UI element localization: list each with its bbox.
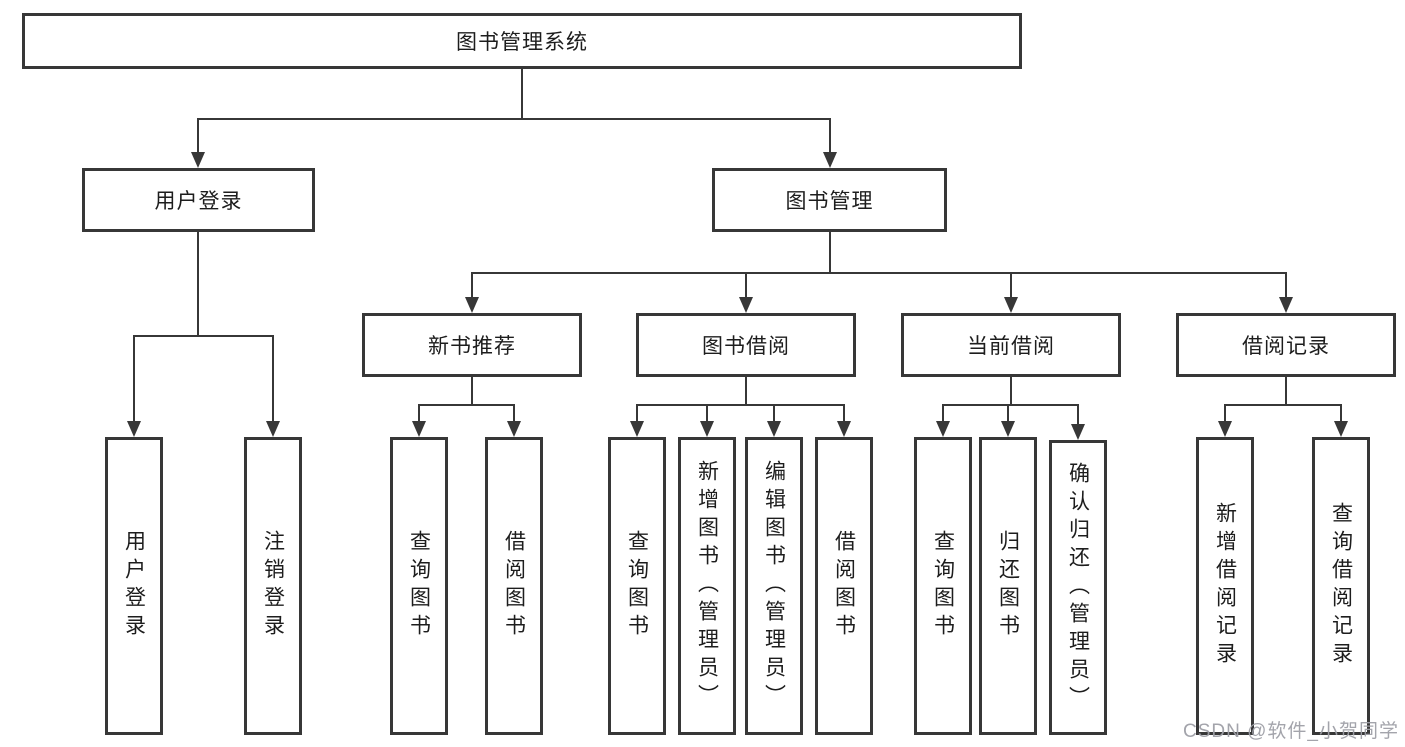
leaf-query-books-1: 查询图书 — [390, 437, 448, 735]
connector-line — [1224, 404, 1342, 406]
node-label: 用户登录 — [122, 530, 146, 642]
connector-line — [1010, 272, 1012, 299]
node-library-system: 图书管理系统 — [22, 13, 1022, 69]
node-label: 图书管理 — [785, 190, 874, 213]
leaf-confirm-return-admin: 确认归还（管理员） — [1049, 440, 1107, 735]
arrow-down-icon — [936, 421, 950, 437]
leaf-query-books-3: 查询图书 — [914, 437, 972, 735]
connector-line — [471, 272, 473, 299]
connector-line — [133, 335, 135, 423]
node-label: 图书管理系统 — [456, 31, 588, 54]
leaf-user-login: 用户登录 — [105, 437, 163, 735]
arrow-down-icon — [507, 421, 521, 437]
connector-line — [1077, 404, 1079, 425]
node-label: 图书借阅 — [702, 335, 790, 358]
connector-line — [1007, 404, 1009, 423]
arrow-down-icon — [767, 421, 781, 437]
connector-line — [636, 404, 845, 406]
arrow-down-icon — [465, 297, 479, 313]
node-label: 编辑图书（管理员） — [762, 460, 786, 712]
arrow-down-icon — [127, 421, 141, 437]
connector-line — [197, 118, 199, 154]
node-label: 查询图书 — [931, 530, 955, 642]
connector-line — [829, 232, 831, 272]
connector-line — [745, 377, 747, 406]
arrow-down-icon — [823, 152, 837, 168]
node-borrow-record: 借阅记录 — [1176, 313, 1396, 377]
node-label: 用户登录 — [154, 190, 243, 213]
connector-line — [471, 272, 1287, 274]
node-label: 查询图书 — [407, 530, 431, 642]
node-label: 注销登录 — [261, 530, 285, 642]
node-book-borrow: 图书借阅 — [636, 313, 856, 377]
csdn-watermark: CSDN @软件_小贺同学 — [1183, 721, 1399, 742]
connector-line — [829, 118, 831, 154]
connector-line — [636, 404, 638, 423]
leaf-edit-books-admin: 编辑图书（管理员） — [745, 437, 803, 735]
arrow-down-icon — [1334, 421, 1348, 437]
node-current-borrow: 当前借阅 — [901, 313, 1121, 377]
connector-line — [942, 404, 944, 423]
connector-line — [197, 232, 199, 335]
node-label: 新增借阅记录 — [1213, 502, 1237, 670]
node-user-login: 用户登录 — [82, 168, 315, 232]
connector-line — [521, 69, 523, 118]
connector-line — [1340, 404, 1342, 423]
connector-line — [418, 404, 420, 423]
connector-line — [471, 377, 473, 406]
connector-line — [1285, 377, 1287, 406]
node-label: 借阅图书 — [502, 530, 526, 642]
node-label: 新增图书（管理员） — [695, 460, 719, 712]
node-new-book-recommend: 新书推荐 — [362, 313, 582, 377]
arrow-down-icon — [1071, 424, 1085, 440]
connector-line — [1285, 272, 1287, 299]
node-label: 确认归还（管理员） — [1066, 461, 1090, 714]
arrow-down-icon — [266, 421, 280, 437]
node-book-management: 图书管理 — [712, 168, 947, 232]
arrow-down-icon — [1279, 297, 1293, 313]
arrow-down-icon — [700, 421, 714, 437]
arrow-down-icon — [191, 152, 205, 168]
leaf-logout: 注销登录 — [244, 437, 302, 735]
node-label: 借阅记录 — [1242, 335, 1330, 358]
arrow-down-icon — [739, 297, 753, 313]
leaf-query-books-2: 查询图书 — [608, 437, 666, 735]
connector-line — [745, 272, 747, 299]
arrow-down-icon — [837, 421, 851, 437]
connector-line — [197, 118, 831, 120]
arrow-down-icon — [1218, 421, 1232, 437]
node-label: 查询图书 — [625, 530, 649, 642]
node-label: 新书推荐 — [428, 335, 516, 358]
leaf-borrow-books-2: 借阅图书 — [815, 437, 873, 735]
arrow-down-icon — [630, 421, 644, 437]
leaf-add-borrow-record: 新增借阅记录 — [1196, 437, 1254, 735]
node-label: 归还图书 — [996, 530, 1020, 642]
connector-line — [706, 404, 708, 423]
connector-line — [418, 404, 515, 406]
arrow-down-icon — [412, 421, 426, 437]
connector-line — [272, 335, 274, 423]
leaf-add-books-admin: 新增图书（管理员） — [678, 437, 736, 735]
connector-line — [843, 404, 845, 423]
leaf-return-books: 归还图书 — [979, 437, 1037, 735]
arrow-down-icon — [1004, 297, 1018, 313]
node-label: 查询借阅记录 — [1329, 502, 1353, 670]
connector-line — [133, 335, 274, 337]
leaf-borrow-books-1: 借阅图书 — [485, 437, 543, 735]
connector-line — [1224, 404, 1226, 423]
node-label: 当前借阅 — [967, 335, 1055, 358]
arrow-down-icon — [1001, 421, 1015, 437]
connector-line — [773, 404, 775, 423]
connector-line — [1010, 377, 1012, 406]
leaf-query-borrow-record: 查询借阅记录 — [1312, 437, 1370, 735]
node-label: 借阅图书 — [832, 530, 856, 642]
connector-line — [942, 404, 1079, 406]
connector-line — [513, 404, 515, 423]
